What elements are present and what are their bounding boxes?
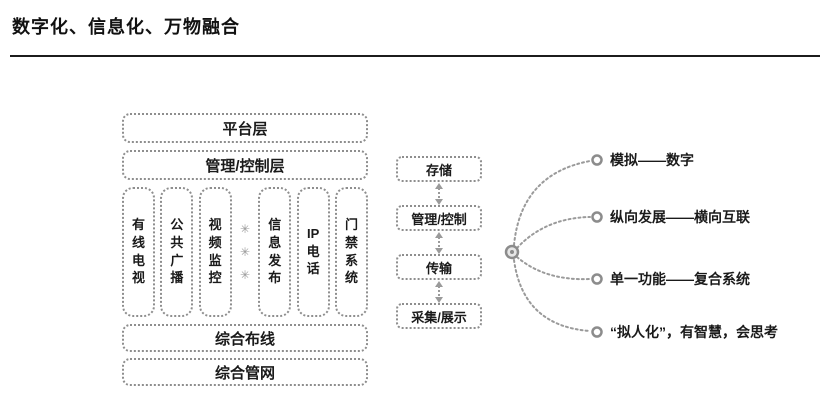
page-title: 数字化、信息化、万物融合 [12,17,240,37]
system-box-char: 话 [306,261,320,277]
fan-connectors [504,154,603,338]
system-box-char: 发 [268,252,282,268]
system-box-char: 系 [344,252,358,268]
system-box-video-surveillance: 视频监控 [198,187,232,317]
bullet-ring-icon [591,326,603,338]
system-box-char: 有 [131,216,145,232]
system-box-char: 线 [131,234,145,250]
fan-item-label: 纵向发展——横向互联 [610,209,750,225]
management-control-layer-box: 管理/控制层 [122,150,368,180]
system-box-char: 共 [170,234,184,250]
system-box-char: 监 [208,252,222,268]
fan-curve [516,216,591,249]
system-box-ip-phone: IP 电话 [296,187,330,317]
flow-step-box: 管理/控制 [396,205,482,231]
platform-layer-label: 平台层 [222,120,268,138]
system-box-char: 电 [306,243,320,259]
system-box-char: IP [306,225,320,241]
system-box-char: 控 [208,270,222,286]
system-box-cable-tv: 有线电视 [122,187,155,317]
title-underline [10,55,820,57]
asterisk-icon: ✳ [239,245,251,259]
platform-layer-box: 平台层 [122,113,368,143]
asterisk-icon: ✳ [239,222,251,236]
ellipsis-symbols: ✳ ✳ ✳ [237,187,253,317]
system-box-char: 电 [131,252,145,268]
asterisk-icon: ✳ [239,268,251,282]
fan-curve [513,160,591,246]
integrated-pipe-network-label: 综合管网 [214,364,275,382]
hub-node-dot [510,250,514,254]
bullet-ring-icon [591,211,603,223]
system-box-public-broadcast: 公共广播 [160,187,194,317]
system-box-char: 统 [344,270,358,286]
fan-item-label: 单一功能——复合系统 [610,271,750,287]
system-box-char: 禁 [344,234,358,250]
system-box-char: 播 [170,270,184,286]
system-box-char: 布 [268,270,282,286]
fan-curve [516,256,591,281]
system-box-char: 视 [208,216,222,232]
system-box-char: 公 [170,216,184,232]
double-arrow-icon [396,182,482,205]
integrated-wiring-label: 综合布线 [214,330,275,348]
function-flow-column: 存储管理/控制传输采集/展示 [396,156,482,329]
double-arrow-icon [396,231,482,254]
system-box-info-publishing: 信息发布 [258,187,292,317]
system-box-char: 广 [170,252,184,268]
flow-step-box: 存储 [396,156,482,182]
bullet-ring-icon [591,154,603,166]
system-box-char: 信 [268,216,282,232]
bullet-ring-icon [591,273,603,285]
double-arrow-icon [396,280,482,303]
flow-step-box: 传输 [396,254,482,280]
fan-curve [513,259,591,332]
integrated-wiring-box: 综合布线 [122,324,368,352]
flow-step-box: 采集/展示 [396,303,482,329]
system-box-access-control: 门禁系统 [334,187,368,317]
integrated-pipe-network-box: 综合管网 [122,358,368,386]
fan-item-label: 模拟——数字 [610,152,694,168]
system-box-char: 频 [208,234,222,250]
fan-item-label: “拟人化”，有智慧，会思考 [610,324,778,340]
system-box-char: 门 [344,216,358,232]
system-box-char: 息 [268,234,282,250]
management-control-layer-label: 管理/控制层 [205,157,285,175]
system-box-char: 视 [131,270,145,286]
